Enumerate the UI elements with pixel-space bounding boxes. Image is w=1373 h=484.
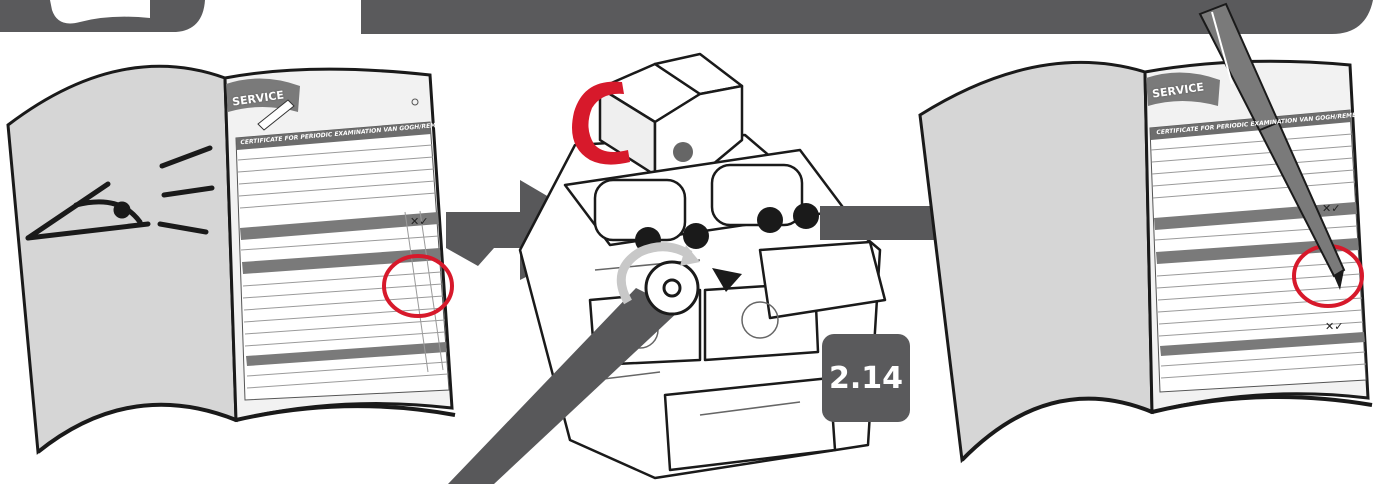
header-title-bar [361, 0, 1373, 34]
eye-icon [25, 145, 215, 241]
svg-text:✕✓: ✕✓ [1325, 320, 1343, 333]
svg-text:✕✓: ✕✓ [410, 215, 428, 228]
left-manual: ✕✓ [6, 64, 456, 455]
wrench-tool [448, 288, 680, 484]
right-manual: ✕✓ ✕✓ [918, 2, 1373, 464]
svg-text:✕✓: ✕✓ [1322, 202, 1340, 215]
pen-icon [1198, 2, 1346, 290]
pen-icon [257, 99, 295, 131]
step-number-badge: 2.14 [822, 334, 910, 422]
red-letter-c [572, 81, 630, 165]
rotation-arrow-icon [616, 242, 693, 305]
white-letter-shape [50, 0, 150, 24]
checkbox-highlight-circle [382, 254, 454, 318]
arrow-to-machine [446, 180, 612, 280]
